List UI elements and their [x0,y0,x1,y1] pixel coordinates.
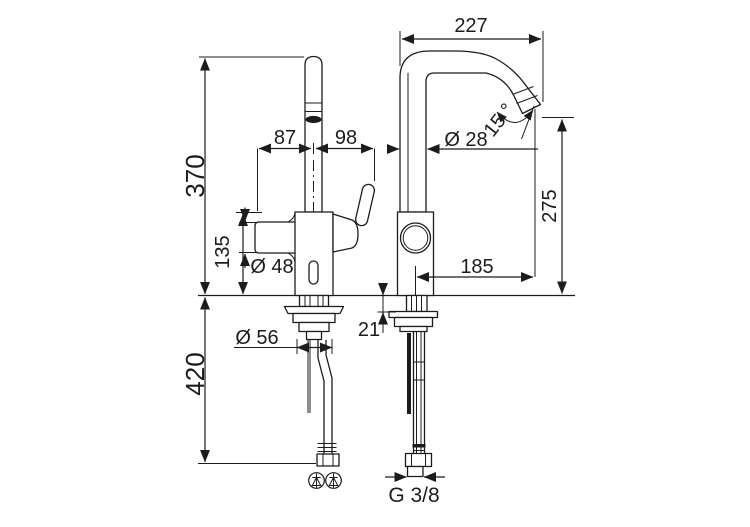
check-valve-icon [308,472,325,489]
front-pull-rod [407,333,411,414]
front-hose-nut [404,452,433,468]
dim-under-counter-length-label: 420 [180,352,210,395]
dim-spout-diameter-label: Ø 28 [444,129,487,151]
dimension-labels: 227 87 98 Ø 28 370 135 Ø 48 275 185 Ø 56… [180,15,561,507]
dim-base-height-label: 21 [358,319,380,341]
pull-rod [307,340,311,413]
side-shank [298,294,330,308]
side-riser-tube [304,55,323,213]
handle-lever [354,183,376,227]
side-hose-nut [316,453,340,467]
dim-handle-offset-label: 98 [335,127,357,149]
side-body-cylinder [254,221,297,254]
dim-overall-height-label: 370 [180,154,210,197]
side-body-block [294,211,334,297]
dim-angle-arc [496,109,534,123]
dim-body-height-label: 135 [212,235,234,268]
aerator-joint-lines [512,86,538,104]
faucet-side-view [254,55,376,489]
side-supply-pipe [317,340,333,454]
check-valve-icon [325,472,342,489]
handle-boss [332,213,359,253]
dim-body-diameter-label: Ø 48 [250,256,293,278]
dim-base-diameter-label: Ø 56 [235,327,278,349]
faucet-spout-view [388,50,542,478]
side-flange [283,305,345,315]
dimension-lines [198,31,574,483]
spout [399,50,542,213]
thread-stub [406,465,424,478]
dim-spout-reach-label: 185 [460,256,493,278]
side-outlet-ellipse [305,115,322,124]
front-hose [412,331,426,454]
side-body-slot [308,260,319,285]
dim-spout-rear-offset-label: 87 [274,127,296,149]
dim-connection-thread-label: G 3/8 [388,484,439,507]
dim-overall-depth-label: 227 [454,15,487,37]
cartridge-circle [399,222,432,254]
front-flange [388,310,439,319]
dim-outlet-height-label: 275 [539,189,561,222]
